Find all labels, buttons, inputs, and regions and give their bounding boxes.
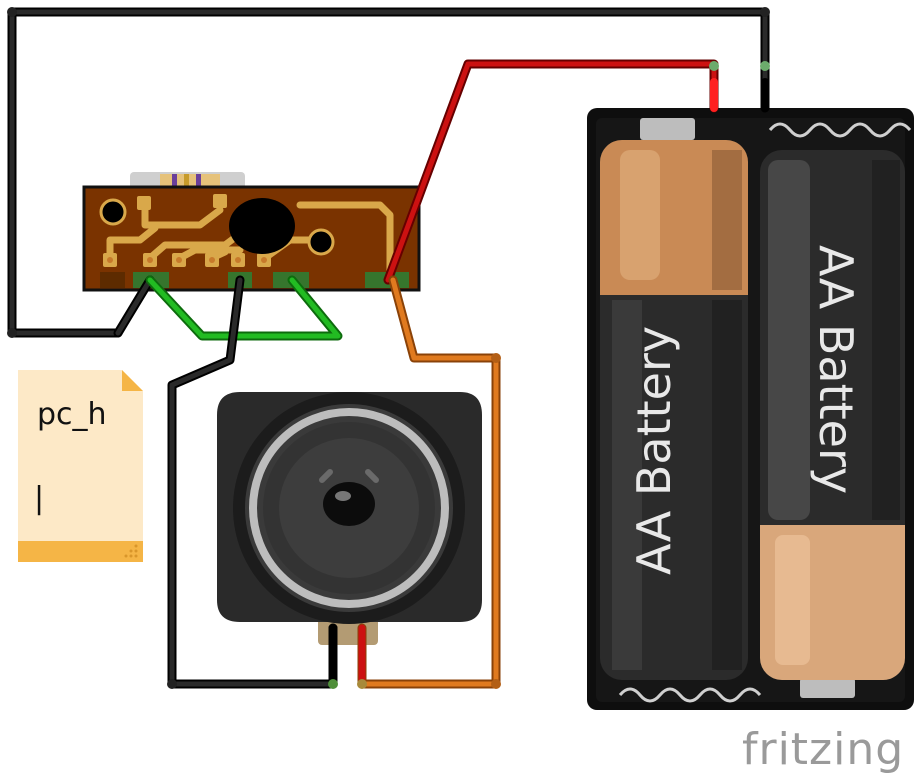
mount-hole-icon bbox=[307, 228, 335, 256]
speaker-dustcap-icon bbox=[323, 482, 375, 526]
battery-right[interactable]: AA Battery bbox=[760, 150, 905, 680]
spring-bottom-icon bbox=[618, 687, 762, 703]
pcb-module[interactable] bbox=[82, 172, 421, 292]
note-title: pc_h bbox=[37, 397, 107, 432]
note-fold-icon bbox=[122, 370, 143, 391]
wire-joints bbox=[7, 7, 770, 689]
fritzing-logo: fritzing bbox=[742, 724, 904, 775]
spring-top-icon bbox=[768, 122, 912, 138]
speaker[interactable] bbox=[217, 392, 482, 645]
battery-left[interactable]: AA Battery bbox=[600, 140, 748, 680]
battery-right-label: AA Battery bbox=[809, 245, 863, 494]
chip-blob-icon bbox=[229, 198, 295, 254]
mount-hole-icon bbox=[99, 198, 127, 226]
terminal-minus-icon bbox=[800, 678, 855, 698]
battery-left-label: AA Battery bbox=[627, 326, 681, 575]
terminal-plus-icon bbox=[640, 118, 695, 140]
note-card[interactable]: pc_h | bbox=[18, 370, 143, 562]
note-cursor: | bbox=[34, 481, 44, 516]
